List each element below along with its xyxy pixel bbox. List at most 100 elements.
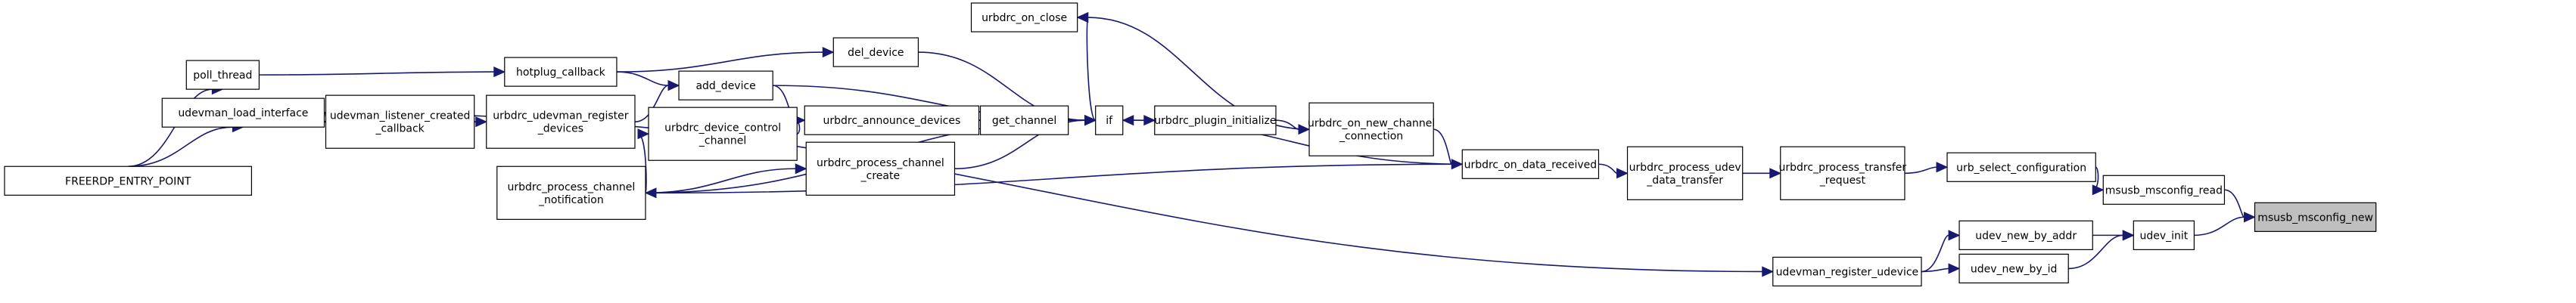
edge-urbdrc_process_transfer_request-to-urb_select_configuration [1904,162,1949,175]
node-label: get_channel [992,115,1056,127]
node-urbdrc_on_new_channel_connection[interactable]: urbdrc_on_new_channel_connection [1308,102,1435,156]
edge-line [1921,267,1949,273]
arrowhead-icon [1762,266,1774,277]
node-urbdrc_device_control_channel[interactable]: urbdrc_device_control_channel [648,107,798,161]
node-label: msusb_msconfig_read [2105,184,2223,196]
node-box [1772,256,1922,287]
node-box [1958,253,2069,284]
node-del_device[interactable]: del_device [832,37,919,67]
edge-line [1598,163,1617,175]
node-urbdrc_plugin_initialize[interactable]: urbdrc_plugin_initialize [1154,105,1277,135]
edge-line [128,88,213,168]
node-box [970,2,1078,32]
edge-urbdrc_on_new_channel_connection-to-urbdrc_on_data_received [1433,128,1464,170]
node-label: udevman_load_interface [178,107,308,119]
node-box [832,37,919,67]
node-box [1308,102,1434,156]
node-label: udev_init [2139,230,2188,242]
node-label: FREERDP_ENTRY_POINT [65,175,191,187]
node-label: msusb_msconfig_new [2257,212,2373,224]
node-box [1154,105,1277,135]
arrowhead-icon [2122,230,2135,241]
node-if[interactable]: if [1095,105,1124,135]
node-label: udev_new_by_addr [1975,230,2077,242]
node-udevman_load_interface[interactable]: udevman_load_interface [161,97,325,128]
node-label: del_device [848,47,904,59]
node-poll_thread[interactable]: poll_thread [185,60,260,90]
arrowhead-icon [1616,168,1629,179]
edge-line [646,168,796,194]
edge-udev_init-to-msusb_msconfig_new [2194,212,2256,237]
node-label: poll_thread [193,70,252,82]
edge-line [2224,189,2245,218]
arrowhead-icon [2092,184,2105,196]
node-urbdrc_announce_devices[interactable]: urbdrc_announce_devices [804,105,980,135]
node-box [504,57,618,87]
node-label: udevman_listener_created [330,110,471,122]
node-label: urb_select_configuration [1956,162,2086,174]
node-label: _data_transfer [1646,175,1723,187]
edge-urbdrc_plugin_initialize-to-urbdrc_on_new_channel_connection [1275,119,1311,135]
edge-FREERDP_ENTRY_POINT-to-udevman_load_interface [128,122,244,168]
edge-urbdrc_process_udev_data_transfer-to-urbdrc_process_transfer_request [1742,168,1781,179]
node-box [4,165,252,196]
node-label: urbdrc_plugin_initialize [1154,115,1276,127]
arrowhead-icon [475,116,487,128]
arrowhead-icon [1948,230,1961,241]
node-label: udev_new_by_id [1971,263,2058,275]
node-urbdrc_udevman_register_devices[interactable]: urbdrc_udevman_register_devices [486,94,636,149]
edge-udevman_register_udevice-to-udev_new_by_addr [1921,230,1961,273]
node-box [2133,220,2195,250]
edge-line [1433,128,1453,165]
node-label: _create [860,170,900,182]
node-udevman_listener_created_callback[interactable]: udevman_listener_created_callback [325,94,475,149]
node-urbdrc_on_close[interactable]: urbdrc_on_close [970,2,1078,32]
arrowhead-icon [644,187,657,199]
node-box [1626,146,1744,200]
node-box [678,70,773,100]
node-urbdrc_process_transfer_request[interactable]: urbdrc_process_transfer_request [1779,146,1907,200]
node-udev_new_by_addr[interactable]: udev_new_by_addr [1958,220,2093,250]
node-box [486,94,636,149]
node-get_channel[interactable]: get_channel [979,105,1069,135]
node-urbdrc_on_data_received[interactable]: urbdrc_on_data_received [1461,149,1600,179]
edge-udev_new_by_id-to-udev_init [2068,230,2135,270]
edge-line [1904,166,1937,175]
node-box [804,105,980,135]
node-label: urbdrc_device_control [664,122,781,134]
node-box [496,165,646,220]
node-urb_select_configuration[interactable]: urb_select_configuration [1946,152,2096,182]
node-add_device[interactable]: add_device [678,70,773,100]
node-msusb_msconfig_new[interactable]: msusb_msconfig_new [2254,202,2377,232]
node-urbdrc_process_udev_data_transfer[interactable]: urbdrc_process_udev_data_transfer [1626,146,1744,200]
edge-line [1921,234,1949,273]
node-box [648,107,798,161]
edge-line [1086,17,1097,121]
arrowhead-icon [1076,11,1089,23]
arrowhead-icon [667,80,680,91]
edge-hotplug_callback-to-add_device [616,71,680,91]
node-urbdrc_process_channel_notification[interactable]: urbdrc_process_channel_notification [496,165,646,220]
node-hotplug_callback[interactable]: hotplug_callback [504,57,618,87]
edge-udevman_listener_created_callback-to-urbdrc_udevman_register_devices [474,116,487,128]
node-udevman_register_udevice[interactable]: udevman_register_udevice [1772,256,1922,287]
node-msusb_msconfig_read[interactable]: msusb_msconfig_read [2102,175,2226,205]
arrowhead-icon [637,128,650,140]
node-label: _devices [537,123,583,135]
node-udev_init[interactable]: udev_init [2133,220,2195,250]
node-label: _channel [698,135,746,147]
node-urbdrc_process_channel_create[interactable]: urbdrc_process_channel_create [805,141,956,196]
node-box [2102,175,2226,205]
arrowhead-icon [795,163,807,175]
edge-line [259,71,494,76]
node-label: urbdrc_on_data_received [1464,159,1598,171]
node-udev_new_by_id[interactable]: udev_new_by_id [1958,253,2069,284]
node-label: urbdrc_announce_devices [823,115,960,127]
node-FREERDP_ENTRY_POINT[interactable]: FREERDP_ENTRY_POINT [4,165,252,196]
node-label: hotplug_callback [516,66,606,79]
edge-hotplug_callback-to-del_device [616,47,835,73]
node-label: urbdrc_on_close [982,12,1067,24]
node-box [2254,202,2377,232]
node-box [185,60,260,90]
node-box [979,105,1069,135]
